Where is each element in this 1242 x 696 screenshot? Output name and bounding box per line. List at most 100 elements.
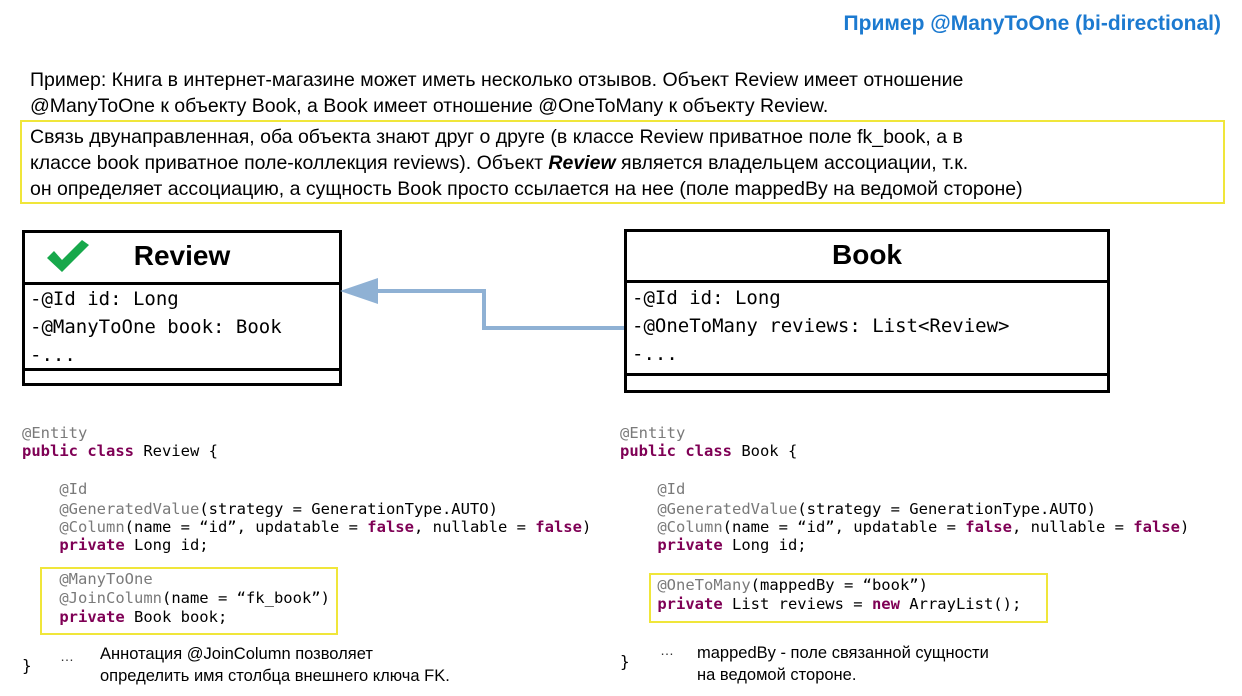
- text-run: - поле связанной сущности: [775, 644, 989, 662]
- uml-book-frame: [624, 229, 1110, 393]
- closing-brace: }: [620, 652, 630, 671]
- code-line: @Entity: [22, 424, 87, 442]
- code-token: @Column: [620, 518, 723, 536]
- code-token: (mappedBy = “book”): [750, 576, 928, 594]
- text-run: Связь двунаправленная,: [30, 126, 255, 148]
- note-line: Аннотация @JoinColumn позволяет: [100, 643, 450, 665]
- code-line: @OneToMany(mappedBy = “book”): [620, 576, 928, 594]
- code-token: @Entity: [620, 424, 686, 442]
- highlight-box: [20, 120, 1225, 204]
- code-token: public class: [620, 442, 732, 460]
- text-run: оба объекта знают друг о друге (в классе…: [254, 126, 858, 148]
- text-run: mappedBy: [697, 644, 776, 662]
- uml-attribute: -@OneToMany reviews: List<Review>: [632, 315, 1010, 337]
- uml-class-book: Book -@Id id: Long -@OneToMany reviews: L…: [624, 229, 1110, 393]
- code-token: false: [535, 518, 582, 536]
- code-token: Book book;: [124, 608, 228, 626]
- uml-attribute: -...: [30, 344, 76, 366]
- code-token: ): [1179, 518, 1190, 536]
- text-run: Book: [397, 178, 442, 200]
- code-token: public class: [22, 442, 134, 460]
- uml-attribute: -@Id id: Long: [30, 288, 179, 310]
- text-run: классе book приватное: [30, 152, 245, 174]
- code-line: @GeneratedValue(strategy = GenerationTyp…: [22, 500, 498, 518]
- code-token: new: [871, 595, 900, 613]
- code-line: public class Book {: [620, 442, 797, 460]
- note-line: на ведомой стороне.: [697, 664, 989, 686]
- text-run: Объект: [476, 152, 549, 174]
- text-run: ).: [459, 152, 477, 174]
- text-run: на ведомой стороне.: [697, 666, 857, 684]
- text-run: просто ссылается на нее (поле mappedBy н…: [441, 178, 1023, 200]
- code-token: @GeneratedValue: [22, 500, 200, 518]
- text-run: имя столбца внешнего ключа FK.: [193, 667, 450, 685]
- code-token: @Entity: [22, 424, 88, 442]
- uml-attribute: -@Id id: Long: [632, 287, 781, 309]
- code-line: public class Review {: [22, 442, 218, 460]
- ellipsis: …: [60, 648, 74, 664]
- code-line: private List reviews = new ArrayList();: [620, 595, 1021, 613]
- text-run: т.к.: [936, 152, 969, 174]
- code-token: ): [581, 518, 592, 536]
- code-line: @GeneratedValue(strategy = GenerationTyp…: [620, 500, 1096, 518]
- code-line: @JoinColumn(name = “fk_book”): [22, 589, 330, 607]
- text-run: Аннотация: [100, 645, 187, 663]
- code-line: private Book book;: [22, 608, 227, 626]
- uml-attribute: -@ManyToOne book: Book: [30, 316, 282, 338]
- code-token: private: [22, 608, 125, 626]
- code-token: false: [367, 518, 414, 536]
- uml-review-header: Review: [22, 230, 342, 285]
- note-line: mappedBy - поле связанной сущности: [697, 642, 989, 664]
- code-highlight-review: [40, 567, 338, 635]
- text-run: является владельцем ассоциации,: [615, 152, 937, 174]
- code-token: false: [1133, 518, 1180, 536]
- highlight-line: классе book приватное поле-коллекция rev…: [30, 150, 1023, 176]
- code-token: @ManyToOne: [22, 570, 153, 588]
- code-token: (name = “fk_book”): [161, 589, 330, 607]
- code-token: @Id: [620, 480, 686, 498]
- note-line: определить имя столбца внешнего ключа FK…: [100, 665, 450, 687]
- code-token: (name = “id”, updatable =: [124, 518, 368, 536]
- uml-book-attributes: -@Id id: Long -@OneToMany reviews: List<R…: [632, 284, 1110, 368]
- code-token: false: [965, 518, 1012, 536]
- uml-review-frame: [22, 230, 342, 386]
- code-token: @GeneratedValue: [620, 500, 798, 518]
- closing-brace: }: [22, 656, 32, 675]
- uml-review-separator: [22, 368, 342, 371]
- text-run: @JoinColumn: [186, 645, 291, 663]
- code-token: @JoinColumn: [22, 589, 162, 607]
- uml-class-review: Review -@Id id: Long -@ManyToOne book: Bo…: [22, 230, 342, 386]
- text-run: он определяет ассоциацию, а сущность: [30, 178, 398, 200]
- code-token: ArrayList();: [899, 595, 1022, 613]
- code-line: @Column(name = “id”, updatable = false, …: [620, 518, 1189, 536]
- ellipsis: …: [660, 642, 674, 658]
- code-token: (strategy = GenerationType.AUTO): [199, 500, 498, 518]
- code-token: @OneToMany: [620, 576, 751, 594]
- code-highlight-book: [649, 573, 1048, 623]
- text-run: поле-коллекция reviews: [244, 152, 460, 174]
- text-run: fk_book,: [857, 126, 931, 148]
- uml-book-separator: [624, 373, 1110, 376]
- uml-review-name: Review: [133, 240, 231, 271]
- text-run: определить: [100, 667, 194, 685]
- code-line: private Long id;: [620, 536, 807, 554]
- intro-line: Пример: Книга в интернет-магазине может …: [30, 69, 964, 91]
- intro-paragraph: Пример: Книга в интернет-магазине может …: [30, 67, 963, 119]
- note-book: mappedBy - поле связанной сущности на вед…: [697, 642, 989, 686]
- highlight-text: Связь двунаправленная, оба объекта знают…: [30, 124, 1023, 202]
- code-token: Long id;: [722, 536, 807, 554]
- slide-title: Пример @ManyToOne (bi-directional): [843, 12, 1221, 35]
- code-token: (name = “id”, updatable =: [722, 518, 966, 536]
- code-token: @Id: [22, 480, 88, 498]
- code-token: (strategy = GenerationType.AUTO): [797, 500, 1096, 518]
- code-line: @Id: [22, 480, 87, 498]
- uml-review-attributes: -@Id id: Long -@ManyToOne book: Book -...: [30, 285, 342, 369]
- code-line: private Long id;: [22, 536, 208, 554]
- code-line: @Column(name = “id”, updatable = false, …: [22, 518, 591, 536]
- uml-book-name: Book: [832, 239, 902, 270]
- code-token: Book {: [731, 442, 798, 460]
- code-token: List reviews =: [722, 595, 872, 613]
- highlight-line: он определяет ассоциацию, а сущность Boo…: [30, 176, 1023, 202]
- text-run: а в: [930, 126, 963, 148]
- uml-attribute: -...: [632, 343, 678, 365]
